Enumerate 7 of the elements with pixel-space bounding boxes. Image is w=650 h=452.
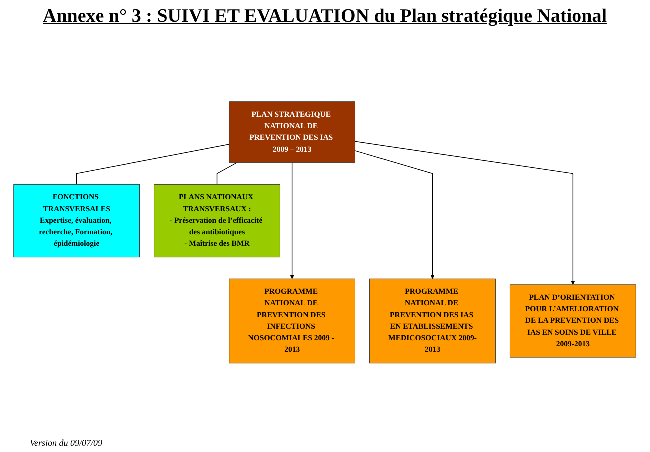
version-note: Version du 09/07/09: [30, 438, 103, 448]
arrow: [290, 162, 294, 280]
arrow: [354, 150, 435, 280]
connector: [76, 144, 230, 185]
arrow: [354, 141, 576, 285]
diagram-title: Annexe n° 3 : SUIVI ET EVALUATION du Plan stratégique National: [42, 6, 608, 28]
connector: [216, 162, 238, 185]
